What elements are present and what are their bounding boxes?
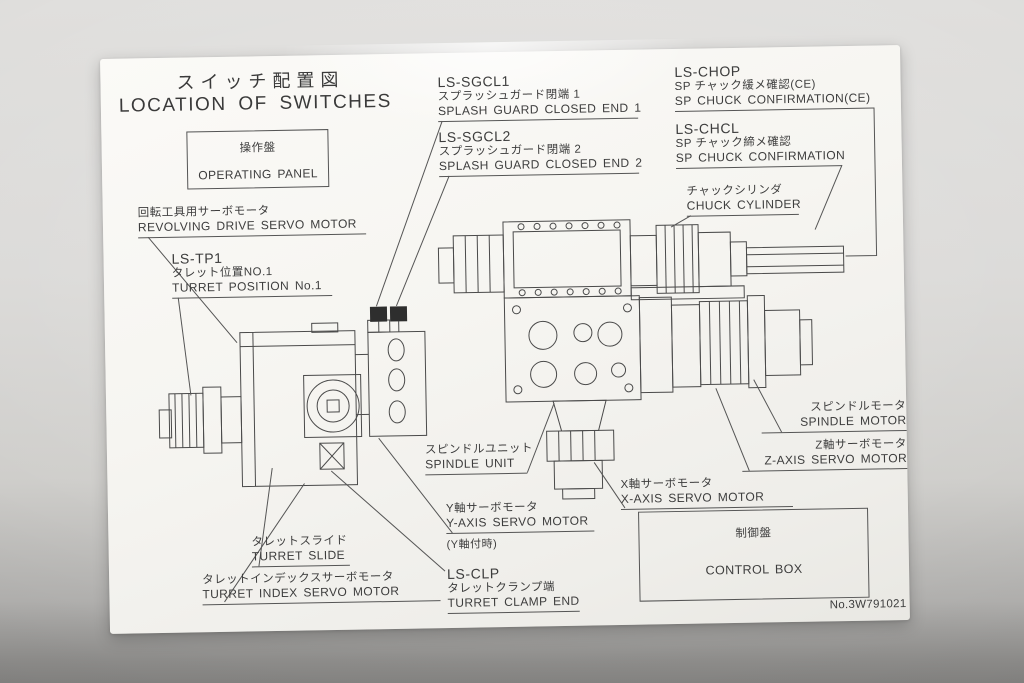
label-note: (Y軸付時) bbox=[446, 538, 498, 552]
label-ls-tp1: LS-TP1 タレット位置NO.1 TURRET POSITION No.1 bbox=[171, 249, 333, 299]
turret-assembly-drawing bbox=[158, 306, 428, 488]
label-spindle-motor: スピンドルモータ SPINDLE MOTOR bbox=[761, 399, 907, 434]
label-en: X-AXIS SERVO MOTOR bbox=[620, 489, 765, 507]
label-en: Y-AXIS SERVO MOTOR bbox=[446, 513, 589, 531]
label-en: TURRET SLIDE bbox=[251, 547, 346, 564]
label-chuck-cylinder: チャックシリンダ CHUCK CYLINDER bbox=[686, 182, 802, 217]
label-en: SPINDLE MOTOR bbox=[800, 413, 907, 429]
label-en: SP CHUCK CONFIRMATION(CE) bbox=[674, 90, 871, 108]
leader-lines bbox=[147, 107, 878, 603]
control-box-label: CONTROL BOX bbox=[705, 561, 803, 578]
label-en: SPLASH GUARD CLOSED END 1 bbox=[437, 100, 642, 119]
label-en: Z-AXIS SERVO MOTOR bbox=[764, 451, 908, 468]
label-ls-sgcl2: LS-SGCL2 スプラッシュガード閉端 2 SPLASH GUARD CLOS… bbox=[438, 126, 643, 178]
spindle-assembly-drawing bbox=[437, 219, 845, 500]
label-y-axis-servo-motor: Y軸サーボモータ Y-AXIS SERVO MOTOR (Y軸付時) bbox=[445, 499, 595, 552]
control-box-label-jp: 制御盤 bbox=[735, 527, 772, 541]
label-en: TURRET CLAMP END bbox=[447, 593, 580, 611]
label-en: REVOLVING DRIVE SERVO MOTOR bbox=[137, 216, 357, 235]
label-z-axis-servo-motor: Z軸サーボモータ Z-AXIS SERVO MOTOR bbox=[741, 437, 908, 472]
label-en: CHUCK CYLINDER bbox=[686, 196, 802, 213]
page-title: LOCATION OF SWITCHES bbox=[118, 90, 392, 117]
label-en: SPLASH GUARD CLOSED END 2 bbox=[438, 155, 643, 174]
label-en: TURRET INDEX SERVO MOTOR bbox=[202, 583, 400, 602]
page-title-japanese: スイッチ配置図 bbox=[176, 69, 345, 93]
operating-panel-label-jp: 操作盤 bbox=[239, 141, 276, 155]
label-en: SP CHUCK CONFIRMATION bbox=[675, 148, 846, 165]
label-ls-chcl: LS-CHCL SP チャック締メ確認 SP CHUCK CONFIRMATIO… bbox=[675, 119, 846, 169]
label-turret-slide: タレットスライド TURRET SLIDE bbox=[251, 533, 350, 568]
label-ls-clp: LS-CLP タレットクランプ端 TURRET CLAMP END bbox=[447, 564, 580, 615]
label-en: TURRET POSITION No.1 bbox=[171, 278, 322, 295]
control-box: 制御盤 CONTROL BOX bbox=[638, 507, 870, 602]
part-number: No.3W791021 bbox=[829, 598, 907, 612]
label-x-axis-servo-motor: X軸サーボモータ X-AXIS SERVO MOTOR bbox=[620, 475, 793, 511]
operating-panel-box: 操作盤 OPERATING PANEL bbox=[186, 129, 330, 190]
switch-location-placard: スイッチ配置図 LOCATION OF SWITCHES 操作盤 OPERATI… bbox=[100, 38, 910, 634]
label-en: SPINDLE UNIT bbox=[425, 455, 515, 472]
operating-panel-label: OPERATING PANEL bbox=[198, 166, 318, 183]
label-ls-sgcl1: LS-SGCL1 スプラッシュガード閉端 1 SPLASH GUARD CLOS… bbox=[437, 71, 642, 123]
label-ls-chop: LS-CHOP SP チャック緩メ確認(CE) SP CHUCK CONFIRM… bbox=[674, 61, 875, 112]
label-turret-index-servo-motor: タレットインデックスサーボモータ TURRET INDEX SERVO MOTO… bbox=[202, 569, 441, 606]
label-spindle-unit: スピンドルユニット SPINDLE UNIT bbox=[424, 441, 533, 476]
machine-diagram bbox=[147, 107, 878, 603]
label-revolving-drive-servo-motor: 回転工具用サーボモータ REVOLVING DRIVE SERVO MOTOR bbox=[137, 202, 367, 239]
